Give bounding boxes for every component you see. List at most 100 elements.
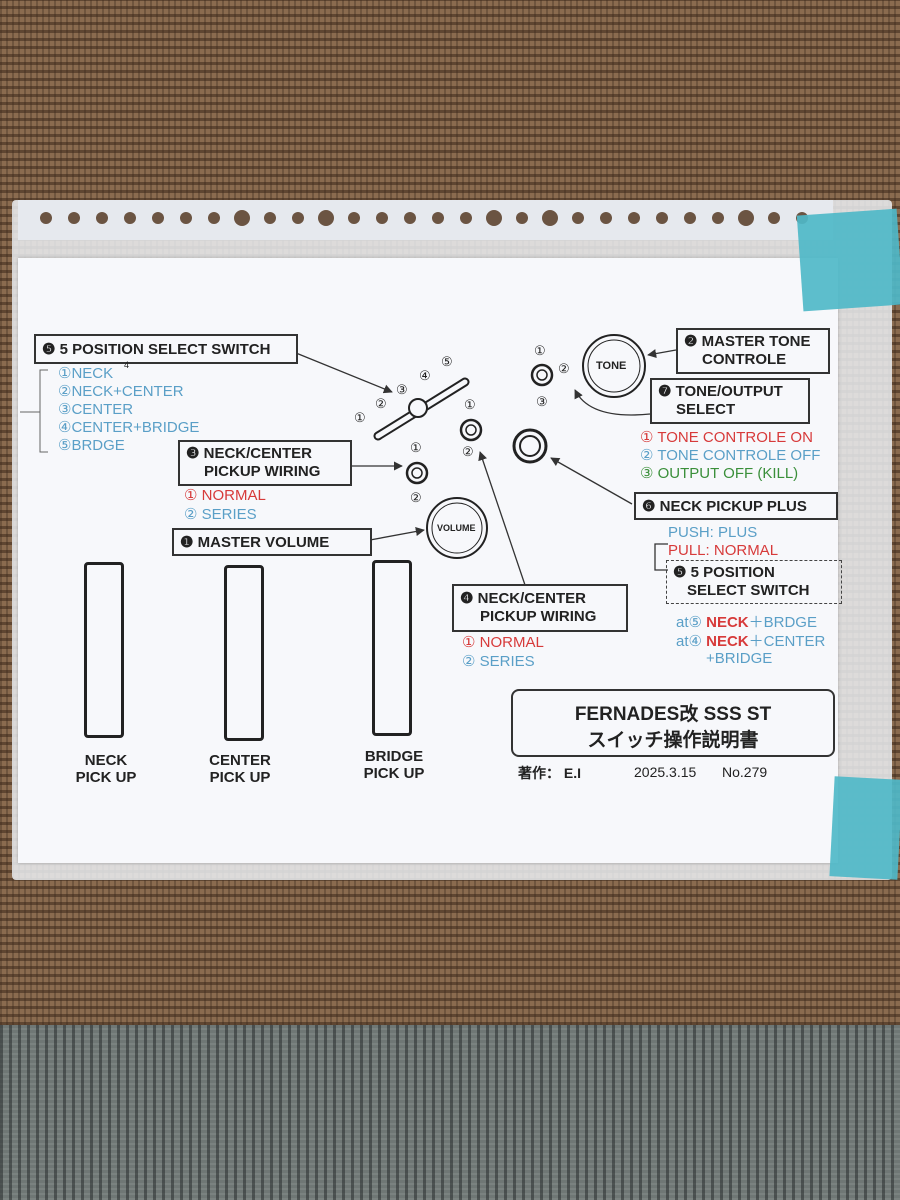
- tone-output-num-1: ①: [534, 343, 546, 358]
- binder-hole: [96, 212, 108, 224]
- switch5-num-3: ③: [396, 382, 408, 397]
- neck-center-3-num-2: ②: [410, 490, 422, 505]
- tone-output-opt-off: ② TONE CONTROLE OFF: [640, 447, 821, 464]
- neck-plus-title: ❻ NECK PICKUP PLUS: [642, 498, 807, 515]
- binder-hole: [600, 212, 612, 224]
- bridge-pickup: [372, 560, 412, 736]
- at5-rest: ＋BRDGE: [748, 614, 817, 631]
- binder-hole: [318, 210, 334, 226]
- neck-center-4-box: ❹ NECK/CENTER PICKUP WIRING: [452, 584, 628, 632]
- switch5-position-1: ①NECK: [58, 365, 114, 382]
- binder-hole: [234, 210, 250, 226]
- neck-center-3-opt-series: ② SERIES: [184, 506, 257, 523]
- binder-hole: [656, 212, 668, 224]
- neck-center-3-title-2: PICKUP WIRING: [204, 463, 321, 480]
- neck-plus-at4-line2: +BRIDGE: [706, 650, 773, 667]
- binder-hole: [404, 212, 416, 224]
- binder-hole: [68, 212, 80, 224]
- neck-pickup-label-1: NECK: [84, 752, 128, 769]
- binder-hole-strip: [18, 200, 833, 240]
- switch5-position-5: ⑤BRDGE: [58, 437, 125, 454]
- neck-plus-sub-title-2: SELECT SWITCH: [687, 582, 810, 599]
- neck-center-4-title-1: ❹ NECK/CENTER: [460, 590, 586, 607]
- binder-hole: [180, 212, 192, 224]
- tone-output-title-2: SELECT: [676, 401, 736, 418]
- switch5-position-4: ④CENTER+BRIDGE: [58, 419, 200, 436]
- binder-hole: [460, 212, 472, 224]
- binder-hole: [292, 212, 304, 224]
- volume-knob-label: VOLUME: [437, 523, 476, 533]
- master-volume-title: ❶ MASTER VOLUME: [180, 534, 330, 551]
- tone-output-num-3: ③: [536, 394, 548, 409]
- binder-hole: [486, 210, 502, 226]
- binder-hole: [684, 212, 696, 224]
- at5-neck: NECK: [706, 614, 749, 631]
- at4-neck: NECK: [706, 633, 749, 650]
- neck-plus-at4: at④ NECK＋CENTER: [676, 630, 825, 651]
- binder-hole: [152, 212, 164, 224]
- neck-center-3-opt-normal: ① NORMAL: [184, 487, 266, 504]
- neck-plus-pull: PULL: NORMAL: [668, 542, 779, 559]
- master-tone-title-2: CONTROLE: [702, 351, 787, 368]
- footer-number: No.279: [722, 764, 768, 780]
- switch5-position-3: ③CENTER: [58, 401, 134, 418]
- tone-output-box: ❼ TONE/OUTPUT SELECT: [650, 378, 810, 424]
- binder-hole: [432, 212, 444, 224]
- bridge-pickup-label-2: PICK UP: [363, 765, 425, 782]
- neck-center-3-box: ❸ NECK/CENTER PICKUP WIRING: [178, 440, 352, 486]
- footer-author: 著作： E.I: [518, 765, 582, 781]
- document-title-1: FERNADES改 SSS ST: [574, 704, 772, 725]
- document-title-2: スイッチ操作説明書: [587, 730, 759, 751]
- master-volume-box: ❶ MASTER VOLUME: [172, 528, 372, 556]
- at4-rest: ＋CENTER: [748, 633, 826, 650]
- binder-hole: [208, 212, 220, 224]
- binder-hole: [712, 212, 724, 224]
- binder-hole: [40, 212, 52, 224]
- neck-center-3-num-1: ①: [410, 440, 422, 455]
- neck-center-4-title-2: PICKUP WIRING: [480, 608, 597, 625]
- binder-hole: [376, 212, 388, 224]
- neck-center-4-num-1: ①: [464, 397, 476, 412]
- bridge-pickup-label: BRIDGE PICK UP: [346, 748, 442, 782]
- center-pickup: [224, 565, 264, 741]
- binder-hole: [348, 212, 360, 224]
- switch5-title: ❺ 5 POSITION SELECT SWITCH: [42, 341, 271, 358]
- tone-output-opt-on: ① TONE CONTROLE ON: [640, 429, 813, 446]
- tone-output-opt-kill: ③ OUTPUT OFF (KILL): [640, 465, 799, 482]
- binder-hole: [768, 212, 780, 224]
- center-pickup-label-2: PICK UP: [209, 769, 271, 786]
- neck-center-4-opt-normal: ① NORMAL: [462, 634, 544, 651]
- center-pickup-label-1: CENTER: [209, 752, 271, 769]
- switch5-title-box: ❺ 5 POSITION SELECT SWITCH: [34, 334, 298, 364]
- binder-hole: [572, 212, 584, 224]
- at5-prefix: at⑤: [676, 614, 707, 631]
- switch5-num-5: ⑤: [441, 354, 453, 369]
- switch5-mark: 4: [124, 360, 130, 370]
- switch5-position-2: ②NECK+CENTER: [58, 383, 184, 400]
- tone-output-title-1: ❼ TONE/OUTPUT: [658, 383, 783, 400]
- binder-hole: [738, 210, 754, 226]
- master-tone-title-1: ❷ MASTER TONE: [684, 333, 811, 350]
- switch5-num-1: ①: [354, 410, 366, 425]
- tone-output-num-2: ②: [558, 361, 570, 376]
- neck-plus-sub-box: ❺ 5 POSITION SELECT SWITCH: [666, 560, 842, 604]
- neck-center-3-title-1: ❸ NECK/CENTER: [186, 445, 312, 462]
- neck-pickup: [84, 562, 124, 738]
- center-pickup-label: CENTER PICK UP: [192, 752, 288, 786]
- neck-plus-box: ❻ NECK PICKUP PLUS: [634, 492, 838, 520]
- neck-plus-at5: at⑤ NECK＋BRDGE: [676, 611, 817, 632]
- tone-knob-label: TONE: [596, 360, 627, 372]
- document-title-box: FERNADES改 SSS ST スイッチ操作説明書: [511, 689, 835, 757]
- neck-pickup-label-2: PICK UP: [75, 769, 137, 786]
- gray-rug: [0, 1025, 900, 1200]
- neck-plus-push: PUSH: PLUS: [668, 524, 758, 541]
- neck-center-4-num-2: ②: [462, 444, 474, 459]
- neck-center-4-opt-series: ② SERIES: [462, 653, 535, 670]
- footer-date: 2025.3.15: [634, 764, 697, 780]
- neck-pickup-label: NECK PICK UP: [58, 752, 154, 786]
- bridge-pickup-label-1: BRIDGE: [364, 748, 424, 765]
- at4-prefix: at④: [676, 633, 707, 650]
- binder-hole: [542, 210, 558, 226]
- neck-plus-sub-title-1: ❺ 5 POSITION: [673, 564, 775, 581]
